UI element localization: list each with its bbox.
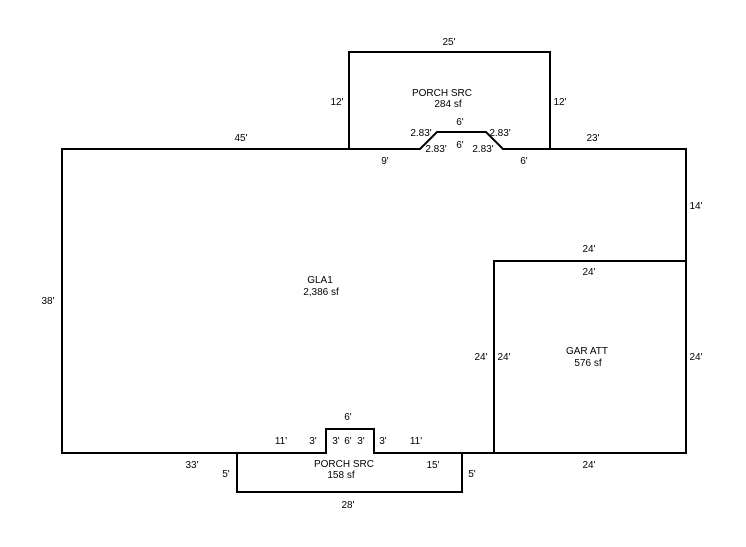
dim-bump-left-inner: 2.83' — [425, 144, 446, 155]
garage-name: GAR ATT — [566, 346, 608, 357]
porch-top-name: PORCH SRC — [412, 88, 472, 99]
dim-notch-inner-right: 3' — [357, 436, 365, 447]
dim-porch-top-width: 25' — [442, 37, 455, 48]
gla1-outline — [61, 131, 687, 454]
dim-porch-bottom-left: 5' — [222, 469, 230, 480]
dim-garage-bottom: 24' — [582, 460, 595, 471]
dim-garage-top-outer: 24' — [582, 244, 595, 255]
dim-porch-inner-left: 9' — [381, 156, 389, 167]
porch-bottom-area: 158 sf — [327, 470, 354, 481]
dim-porch-bottom-width: 28' — [341, 500, 354, 511]
dim-porch-inner-right: 6' — [520, 156, 528, 167]
dim-notch-top: 6' — [344, 412, 352, 423]
dim-bump-right-inner: 2.83' — [472, 144, 493, 155]
dim-garage-left-inner: 24' — [497, 352, 510, 363]
dim-notch-right: 3' — [379, 436, 387, 447]
dim-porch-bottom-right: 5' — [468, 469, 476, 480]
dim-bottom-right-inner: 11' — [410, 436, 422, 447]
gla1-area: 2,386 sf — [303, 287, 339, 298]
dim-top-right-segment: 23' — [586, 133, 599, 144]
dim-bottom-left-outer: 33' — [185, 460, 198, 471]
dim-bump-right-outer: 2.83' — [489, 128, 510, 139]
dim-notch-left: 3' — [309, 436, 317, 447]
dim-bottom-left-inner: 11' — [275, 436, 287, 447]
porch-top-area: 284 sf — [434, 99, 461, 110]
garage-area: 576 sf — [574, 358, 601, 369]
gla1-name: GLA1 — [307, 275, 333, 286]
dim-bump-mid-inner: 6' — [456, 140, 464, 151]
garage-outline — [493, 260, 686, 453]
dim-porch-top-left: 12' — [330, 97, 343, 108]
dim-bump-left-outer: 2.83' — [410, 128, 431, 139]
dim-garage-left-outer: 24' — [474, 352, 487, 363]
dim-porch-top-right: 12' — [553, 97, 566, 108]
dim-garage-right: 24' — [689, 352, 702, 363]
dim-top-left-segment: 45' — [234, 133, 247, 144]
dim-porch-bottom-inner-right: 15' — [426, 460, 439, 471]
porch-bottom-name: PORCH SRC — [314, 459, 374, 470]
dim-notch-inner-left: 3' — [332, 436, 340, 447]
dim-bump-top: 6' — [456, 117, 464, 128]
dim-garage-top-inner: 24' — [582, 267, 595, 278]
dim-right-upper: 14' — [689, 201, 702, 212]
dim-left-side: 38' — [41, 296, 54, 307]
porch-top-outline — [348, 51, 551, 149]
porch-bottom-outline — [236, 453, 463, 493]
dim-notch-inner-mid: 6' — [344, 436, 352, 447]
